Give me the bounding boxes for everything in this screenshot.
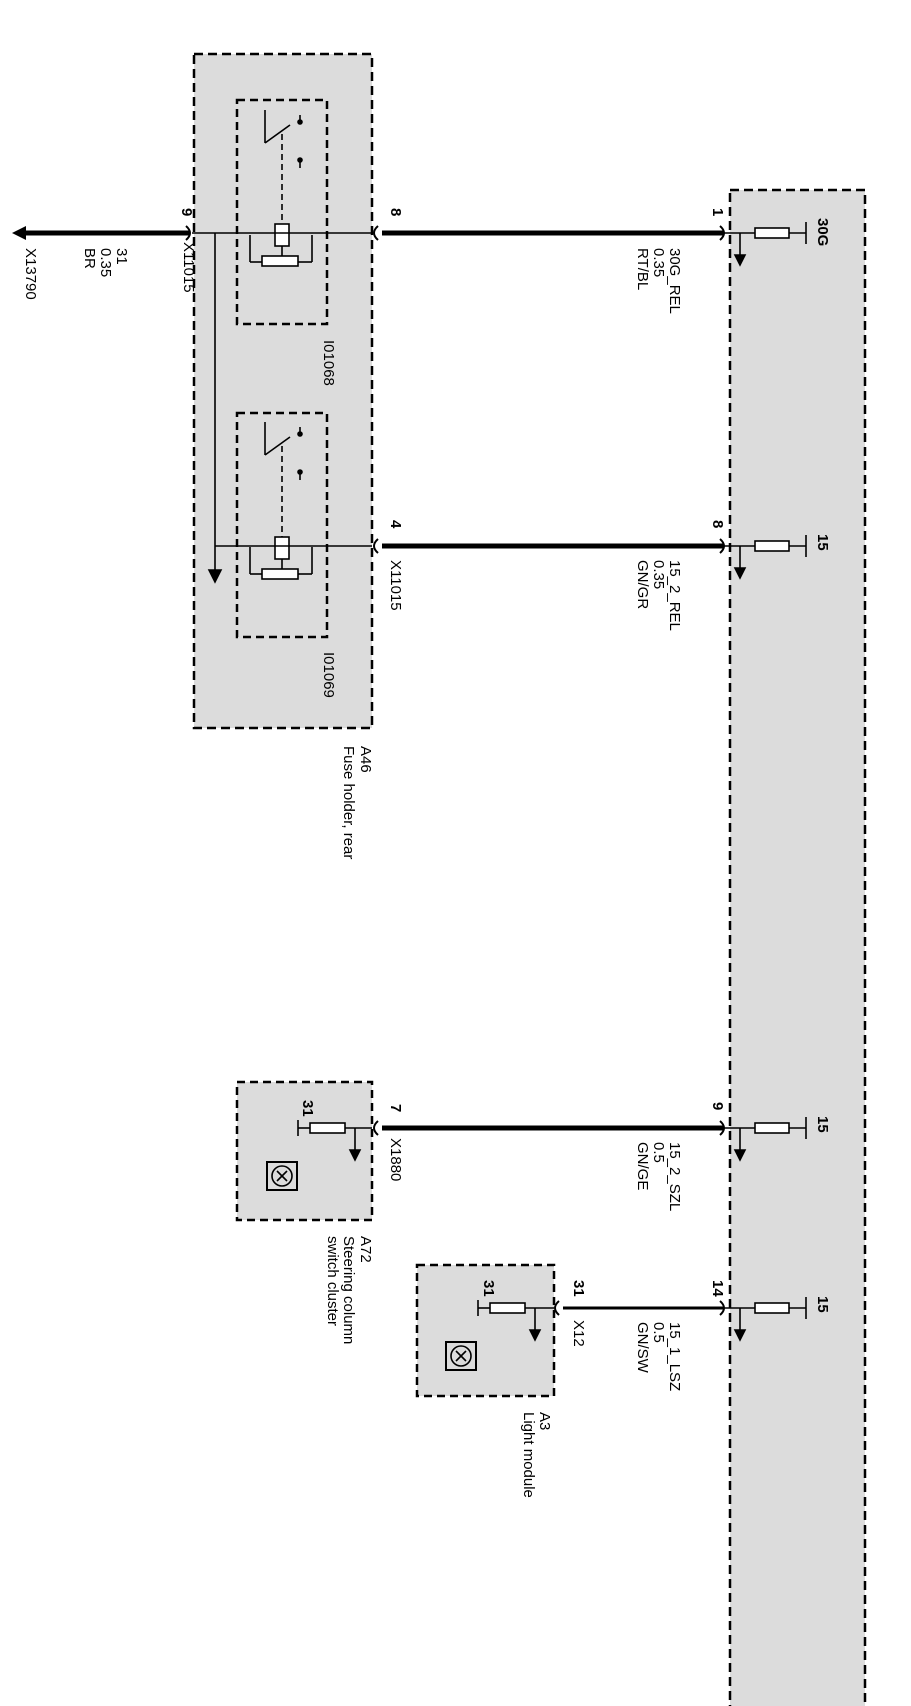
light-module-internals — [445, 1300, 554, 1371]
pin-ground-label: 9 — [178, 208, 195, 216]
steering-ground-terminal-label: 31 — [299, 1100, 316, 1117]
wire-2-color-label: GN/GR — [634, 560, 651, 609]
wire-4-color-label: GN/SW — [634, 1322, 651, 1374]
light-ground-terminal-label: 31 — [480, 1280, 497, 1297]
wire-1-size-label: 0.35 — [650, 248, 667, 277]
pin-right-3-label: 9 — [709, 1102, 726, 1110]
wire-1-signal-label: 30G_REL — [666, 248, 683, 314]
light-connector-label: X12 — [570, 1320, 587, 1347]
pin-right-1-label: 1 — [709, 208, 726, 216]
module-terminal-4-label: 15 — [814, 1296, 831, 1313]
pin-left-2-label: 4 — [387, 520, 404, 529]
steering-connector-label: X1880 — [387, 1138, 404, 1181]
wire-3 — [373, 1120, 725, 1136]
wire-3-signal-label: 15_2_SZL — [666, 1142, 683, 1211]
relay-1-contacts — [249, 110, 313, 267]
fuse-holder-bus — [192, 232, 372, 584]
wire-2 — [373, 538, 725, 554]
wire-1-color-label: RT/BL — [634, 248, 651, 290]
ground-color-label: BR — [81, 248, 98, 269]
ground-terminal-label: 31 — [113, 248, 130, 265]
relay-2-label: I01069 — [320, 652, 337, 698]
steering-name-line1-label: Steering column — [340, 1236, 357, 1344]
module-terminal-1-label: 30G — [814, 218, 831, 246]
control-module-box — [728, 188, 867, 1706]
module-input-1 — [724, 222, 807, 267]
wire-2-size-label: 0.35 — [650, 560, 667, 589]
module-terminal-2-label: 15 — [814, 534, 831, 551]
fuse-connector-left-label: X11015 — [180, 242, 197, 293]
pin-right-4-label: 14 — [709, 1280, 726, 1297]
wire-3-color-label: GN/GE — [634, 1142, 651, 1190]
relay-2-box — [235, 411, 329, 639]
pin-right-2-label: 8 — [709, 520, 726, 528]
fuse-holder-code-label: A46 — [357, 746, 374, 773]
relay-1-box — [235, 98, 329, 326]
wire-1 — [373, 225, 725, 241]
steering-code-label: A72 — [357, 1236, 374, 1263]
ground-wire — [12, 225, 191, 241]
wire-4 — [554, 1300, 725, 1316]
module-input-3 — [724, 1117, 807, 1162]
relay-2-contacts — [249, 422, 313, 580]
steering-cluster-internals — [266, 1120, 372, 1191]
wire-4-signal-label: 15_1_LSZ — [666, 1322, 683, 1391]
light-code-label: A3 — [536, 1412, 553, 1430]
module-input-2 — [724, 535, 807, 580]
light-name-label: Light module — [520, 1412, 537, 1498]
wire-4-size-label: 0.5 — [650, 1322, 667, 1343]
fuse-holder-name-label: Fuse holder, rear — [340, 746, 357, 859]
relay-1-label: I01068 — [320, 340, 337, 386]
wire-2-signal-label: 15_2_REL — [666, 560, 683, 631]
steering-cluster-box — [235, 1080, 374, 1222]
pin-left-3-label: 7 — [387, 1104, 404, 1112]
ground-connector-label: X13790 — [22, 248, 39, 300]
pin-left-4-label: 31 — [570, 1280, 587, 1297]
wire-3-size-label: 0.5 — [650, 1142, 667, 1163]
ground-size-label: 0.35 — [97, 248, 114, 277]
module-terminal-3-label: 15 — [814, 1116, 831, 1133]
module-input-4 — [724, 1297, 807, 1342]
fuse-connector-right-label: X11015 — [387, 560, 404, 611]
fuse-holder-box — [192, 52, 374, 730]
steering-name-line2-label: switch cluster — [324, 1236, 341, 1326]
pin-left-1-label: 8 — [387, 208, 404, 216]
